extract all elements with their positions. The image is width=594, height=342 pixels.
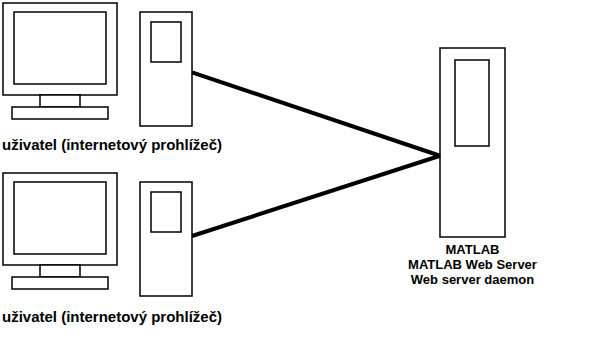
user-computer-1 bbox=[3, 3, 192, 126]
server-computer bbox=[440, 48, 505, 237]
server-case bbox=[440, 48, 505, 237]
tower-case bbox=[140, 12, 192, 126]
monitor-base bbox=[12, 107, 108, 119]
computer-caption: uživatel (internetový prohlížeč) bbox=[2, 308, 222, 326]
server-node: MATLABMATLAB Web ServerWeb server daemon bbox=[440, 48, 505, 237]
tower-case bbox=[140, 182, 192, 296]
server-label: Web server daemon bbox=[408, 272, 537, 287]
user-computer-2 bbox=[3, 173, 192, 296]
server-label: MATLAB bbox=[408, 242, 537, 257]
monitor-base bbox=[12, 277, 108, 289]
user-computer-node: uživatel (internetový prohlížeč) bbox=[2, 172, 192, 300]
server-label: MATLAB Web Server bbox=[408, 257, 537, 272]
server-drive bbox=[455, 60, 489, 146]
monitor-frame bbox=[3, 173, 117, 265]
monitor-screen bbox=[14, 182, 106, 254]
server-labels: MATLABMATLAB Web ServerWeb server daemon bbox=[408, 242, 537, 287]
monitor-stand bbox=[40, 265, 80, 277]
user-computer-node: uživatel (internetový prohlížeč) bbox=[2, 2, 192, 130]
tower-drive bbox=[151, 192, 181, 232]
network-link bbox=[192, 156, 440, 236]
network-link bbox=[192, 72, 440, 155]
computer-caption: uživatel (internetový prohlížeč) bbox=[2, 136, 222, 154]
monitor-stand bbox=[40, 95, 80, 107]
monitor-screen bbox=[14, 12, 106, 84]
monitor-frame bbox=[3, 3, 117, 95]
tower-drive bbox=[151, 22, 181, 62]
